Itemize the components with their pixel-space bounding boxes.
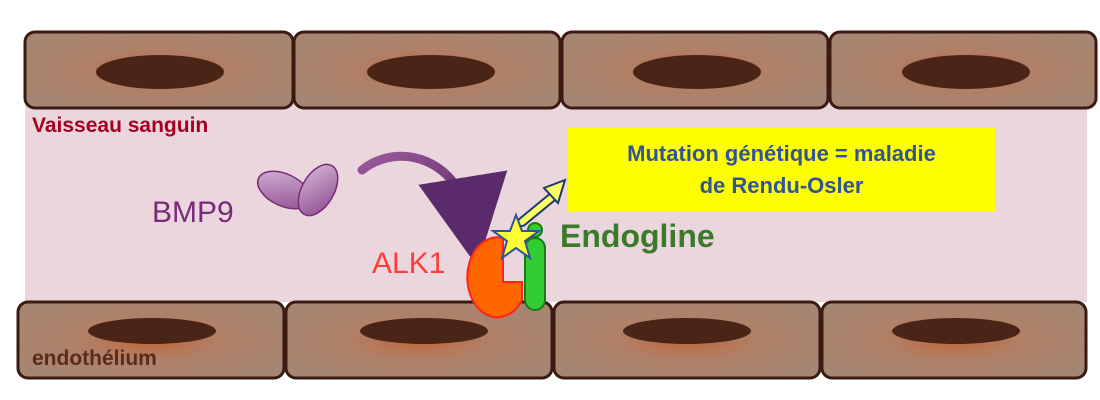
endothelial-cell bbox=[292, 30, 562, 110]
endogline-label: Endogline bbox=[560, 218, 715, 254]
cell-nucleus bbox=[892, 318, 1020, 344]
vessel-label: Vaisseau sanguin bbox=[32, 114, 209, 137]
bottom-cell-row bbox=[16, 300, 1088, 380]
endothelial-cell bbox=[820, 300, 1088, 380]
cell-nucleus bbox=[367, 55, 495, 89]
bmp9-label: BMP9 bbox=[152, 196, 234, 229]
alk1-label: ALK1 bbox=[372, 247, 446, 280]
alk1-receptor bbox=[466, 236, 523, 319]
cell-nucleus bbox=[88, 318, 216, 344]
endothelial-cell bbox=[560, 30, 830, 110]
mutation-arrow bbox=[517, 178, 567, 227]
endothelial-cell bbox=[828, 30, 1098, 110]
endothelial-cell bbox=[23, 30, 295, 110]
callout-line-1: Mutation génétique = maladie bbox=[627, 141, 936, 166]
bmp9-molecule bbox=[256, 163, 339, 217]
mutation-star-icon bbox=[489, 212, 543, 261]
mutation-callout-box: Mutation génétique = maladie de Rendu-Os… bbox=[568, 128, 995, 212]
endothelial-cell bbox=[16, 300, 286, 380]
endothelial-cell bbox=[552, 300, 822, 380]
cell-nucleus bbox=[633, 55, 761, 89]
cell-nucleus bbox=[360, 318, 488, 344]
callout-line-2: de Rendu-Osler bbox=[699, 173, 864, 198]
endothelial-cell bbox=[284, 300, 554, 380]
top-cell-row bbox=[23, 30, 1098, 110]
cell-nucleus bbox=[96, 55, 224, 89]
cell-nucleus bbox=[623, 318, 751, 344]
cell-nucleus bbox=[902, 55, 1030, 89]
endothelium-label: endothélium bbox=[32, 347, 157, 370]
binding-arrow bbox=[357, 151, 508, 267]
